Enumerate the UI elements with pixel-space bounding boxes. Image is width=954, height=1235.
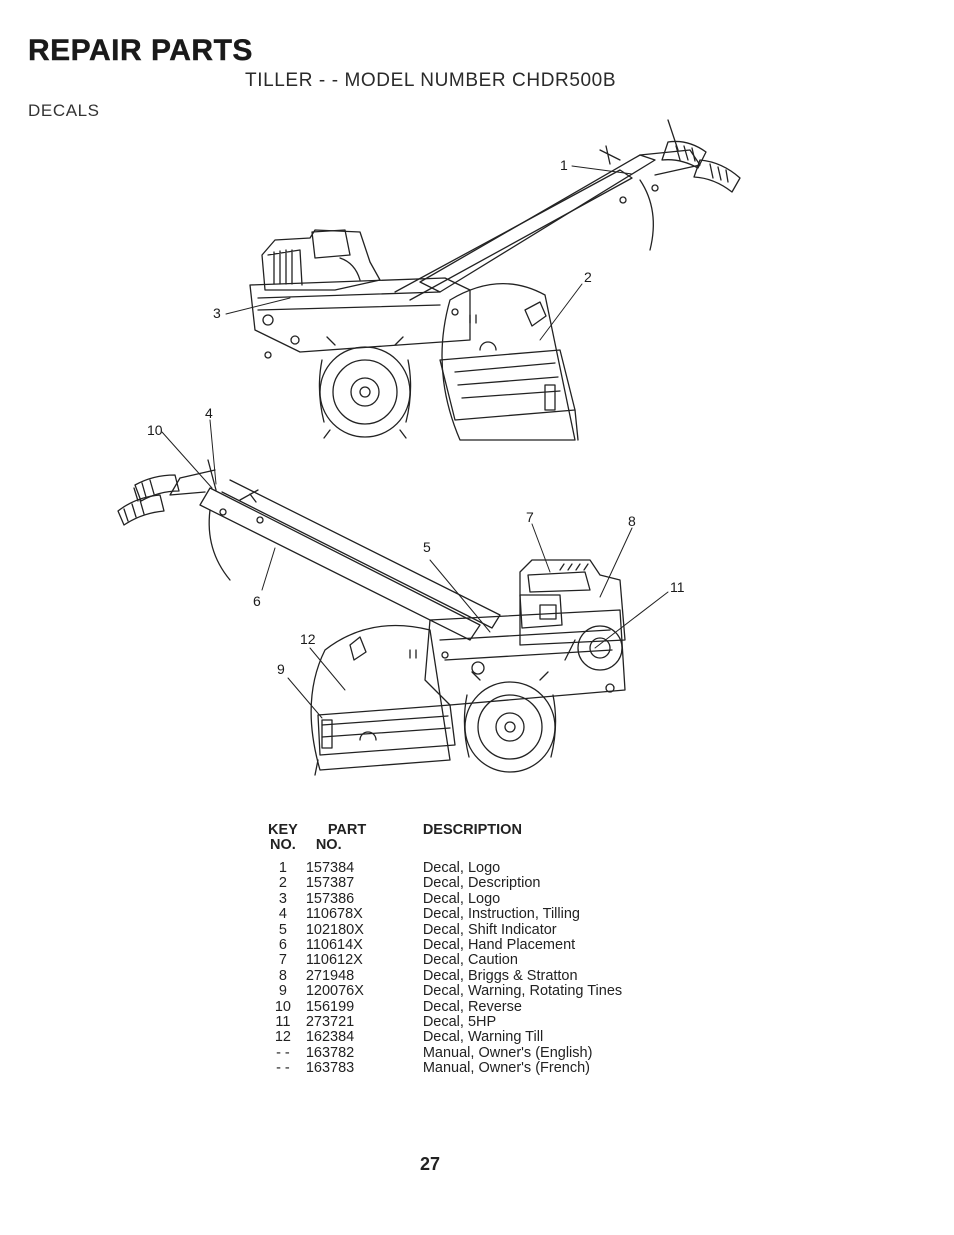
table-row: 7 110612X Decal, Caution bbox=[268, 952, 622, 969]
cell-key-no: 2 bbox=[278, 875, 287, 892]
cell-key-no: 4 bbox=[278, 906, 287, 923]
callout-4: 4 bbox=[205, 405, 213, 421]
cell-part-no: 163782 bbox=[305, 1044, 355, 1061]
cell-description: Decal, Reverse bbox=[422, 998, 522, 1015]
callout-10: 10 bbox=[147, 422, 163, 438]
cell-key-no: 1 bbox=[278, 860, 287, 876]
cell-key-no: - - bbox=[276, 1060, 290, 1077]
tiller-illustration-top bbox=[249, 119, 741, 441]
cell-description: Decal, Instruction, Tilling bbox=[422, 906, 580, 923]
cell-key-no: 9 bbox=[278, 983, 287, 1000]
cell-description: Decal, Warning, Rotating Tines bbox=[422, 983, 623, 1000]
callout-9: 9 bbox=[277, 661, 285, 677]
table-row: 1 157384 Decal, Logo bbox=[268, 860, 622, 876]
cell-part-no: 102180X bbox=[305, 921, 364, 938]
cell-key-no: 7 bbox=[278, 952, 287, 969]
callout-8: 8 bbox=[628, 513, 636, 529]
cell-description: Manual, Owner's (French) bbox=[422, 1060, 590, 1077]
page-title: REPAIR PARTS bbox=[28, 34, 253, 67]
cell-part-no: 120076X bbox=[305, 983, 364, 1000]
callout-3: 3 bbox=[213, 305, 221, 321]
cell-key-no: 10 bbox=[274, 998, 291, 1015]
cell-key-no: 11 bbox=[275, 1014, 291, 1031]
cell-key-no: 3 bbox=[278, 890, 287, 907]
table-header-row: KEY NO. PART NO. DESCRIPTION bbox=[268, 823, 622, 853]
callout-leader-lines bbox=[161, 165, 669, 719]
cell-key-no: 6 bbox=[278, 937, 287, 954]
cell-description: Decal, Shift Indicator bbox=[422, 921, 557, 938]
cell-description: Decal, Warning Till bbox=[422, 1029, 544, 1046]
cell-description: Decal, Description bbox=[422, 875, 541, 892]
cell-key-no: 8 bbox=[278, 967, 287, 984]
cell-description: Decal, Logo bbox=[422, 890, 501, 907]
cell-part-no: 156199 bbox=[305, 998, 355, 1015]
model-subtitle: TILLER - - MODEL NUMBER CHDR500B bbox=[245, 70, 617, 91]
callout-5: 5 bbox=[423, 539, 431, 555]
header-part-no: PART NO. bbox=[315, 822, 367, 853]
cell-description: Decal, Hand Placement bbox=[422, 937, 576, 954]
tiller-illustration-bottom bbox=[117, 459, 626, 776]
table-row: 6 110614X Decal, Hand Placement bbox=[268, 937, 622, 954]
table-row: 3 157386 Decal, Logo bbox=[268, 890, 622, 907]
table-row: - - 163782 Manual, Owner's (English) bbox=[268, 1044, 622, 1061]
table-row: 12 162384 Decal, Warning Till bbox=[268, 1029, 622, 1046]
cell-part-no: 110678X bbox=[305, 906, 363, 923]
cell-part-no: 162384 bbox=[305, 1029, 355, 1046]
cell-description: Decal, 5HP bbox=[422, 1014, 497, 1031]
section-label-decals: DECALS bbox=[28, 101, 100, 120]
table-row: 9 120076X Decal, Warning, Rotating Tines bbox=[268, 983, 623, 1000]
cell-key-no: 12 bbox=[274, 1029, 291, 1046]
table-row: 2 157387 Decal, Description bbox=[268, 875, 622, 892]
cell-part-no: 163783 bbox=[305, 1060, 355, 1077]
table-row: 4 110678X Decal, Instruction, Tilling bbox=[268, 906, 622, 923]
table-row: 8 271948 Decal, Briggs & Stratton bbox=[268, 967, 622, 984]
cell-part-no: 157384 bbox=[305, 860, 355, 876]
cell-part-no: 157386 bbox=[305, 890, 355, 907]
cell-description: Decal, Caution bbox=[422, 952, 518, 969]
cell-description: Decal, Logo bbox=[422, 860, 501, 876]
cell-key-no: 5 bbox=[278, 921, 287, 938]
cell-part-no: 157387 bbox=[305, 875, 355, 892]
callout-1: 1 bbox=[560, 157, 568, 173]
callout-6: 6 bbox=[253, 593, 261, 609]
cell-description: Decal, Briggs & Stratton bbox=[422, 967, 578, 984]
page-number: 27 bbox=[420, 1154, 441, 1174]
header-key-no: KEY NO. bbox=[268, 822, 298, 853]
cell-key-no: - - bbox=[276, 1044, 290, 1061]
callout-7: 7 bbox=[526, 509, 534, 525]
table-row: 5 102180X Decal, Shift Indicator bbox=[268, 921, 622, 938]
table-row: 10 156199 Decal, Reverse bbox=[268, 998, 622, 1015]
table-row: 11 273721 Decal, 5HP bbox=[268, 1014, 622, 1031]
callout-12: 12 bbox=[300, 631, 316, 647]
table-row: - - 163783 Manual, Owner's (French) bbox=[268, 1060, 622, 1077]
callout-numbers: 1 2 3 4 5 6 7 8 9 10 11 12 bbox=[147, 157, 685, 677]
cell-description: Manual, Owner's (English) bbox=[422, 1044, 593, 1061]
callout-11: 11 bbox=[670, 579, 685, 595]
callout-2: 2 bbox=[584, 269, 592, 285]
header-description: DESCRIPTION bbox=[422, 822, 522, 838]
cell-part-no: 273721 bbox=[305, 1014, 355, 1031]
cell-part-no: 110614X bbox=[305, 937, 363, 954]
cell-part-no: 271948 bbox=[305, 967, 355, 984]
cell-part-no: 110612X bbox=[305, 952, 363, 969]
